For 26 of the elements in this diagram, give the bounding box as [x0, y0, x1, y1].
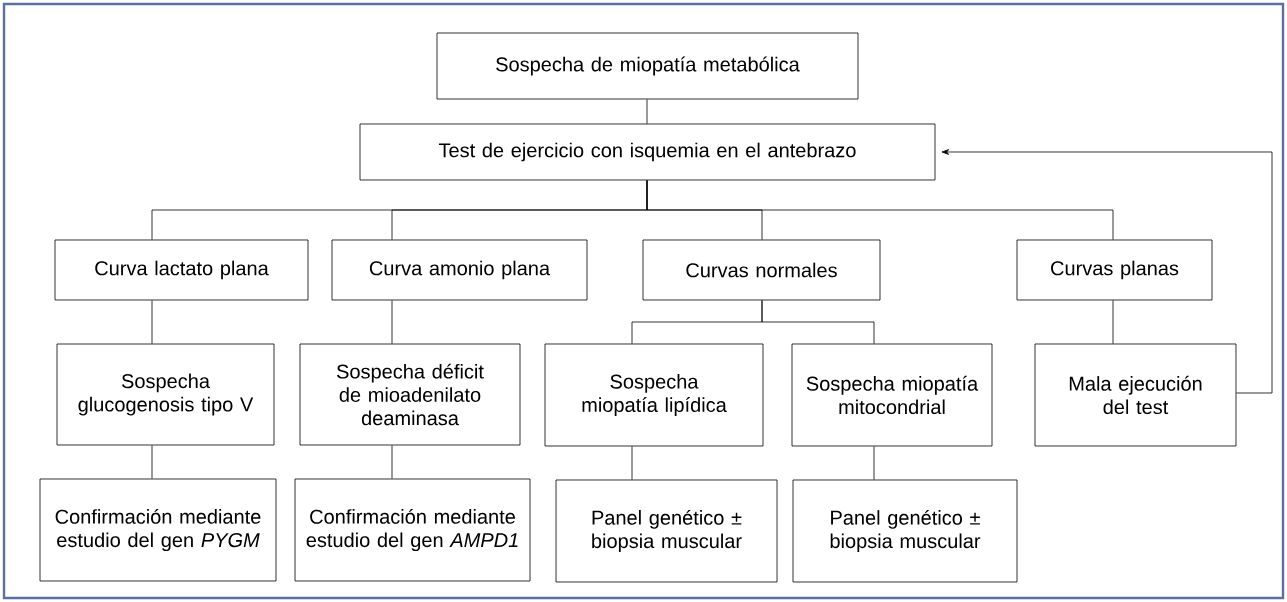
process-box: Confirmación mediante estudio del gen PYGM: [39, 478, 277, 582]
process-box: Sospecha miopatía lipídica: [544, 343, 764, 447]
connector: [391, 300, 393, 344]
process-box: Sospecha glucogenosis tipo V: [56, 343, 275, 446]
process-box: Mala ejecución del test: [1034, 343, 1237, 447]
process-box: Test de ejercicio con isquemia en el antebrazo: [359, 123, 936, 181]
connector: [646, 180, 1114, 240]
connector: [646, 99, 648, 124]
connector: [631, 446, 633, 480]
connector: [761, 300, 875, 344]
connector: [873, 446, 875, 480]
connector: [941, 149, 1273, 394]
process-box: Confirmación mediante estudio del gen AMPD1: [294, 478, 531, 582]
connector: [391, 445, 393, 479]
process-box: Curvas planas: [1016, 239, 1213, 301]
process-box: Sospecha de miopatía metabólica: [436, 32, 859, 100]
process-box: Sospecha miopatía mitocondrial: [791, 343, 993, 447]
process-box: Curva amonio plana: [331, 239, 588, 301]
process-box: Curva lactato plana: [54, 239, 309, 301]
process-box: Sospecha déficit de mioadenilato deaminasa: [299, 343, 521, 446]
process-box: Panel genético ± biopsia muscular: [792, 479, 1018, 583]
connector: [1112, 300, 1114, 344]
process-box: Curvas normales: [642, 239, 881, 301]
connector: [151, 445, 153, 479]
process-box: Panel genético ± biopsia muscular: [555, 479, 778, 583]
connector: [151, 300, 153, 344]
